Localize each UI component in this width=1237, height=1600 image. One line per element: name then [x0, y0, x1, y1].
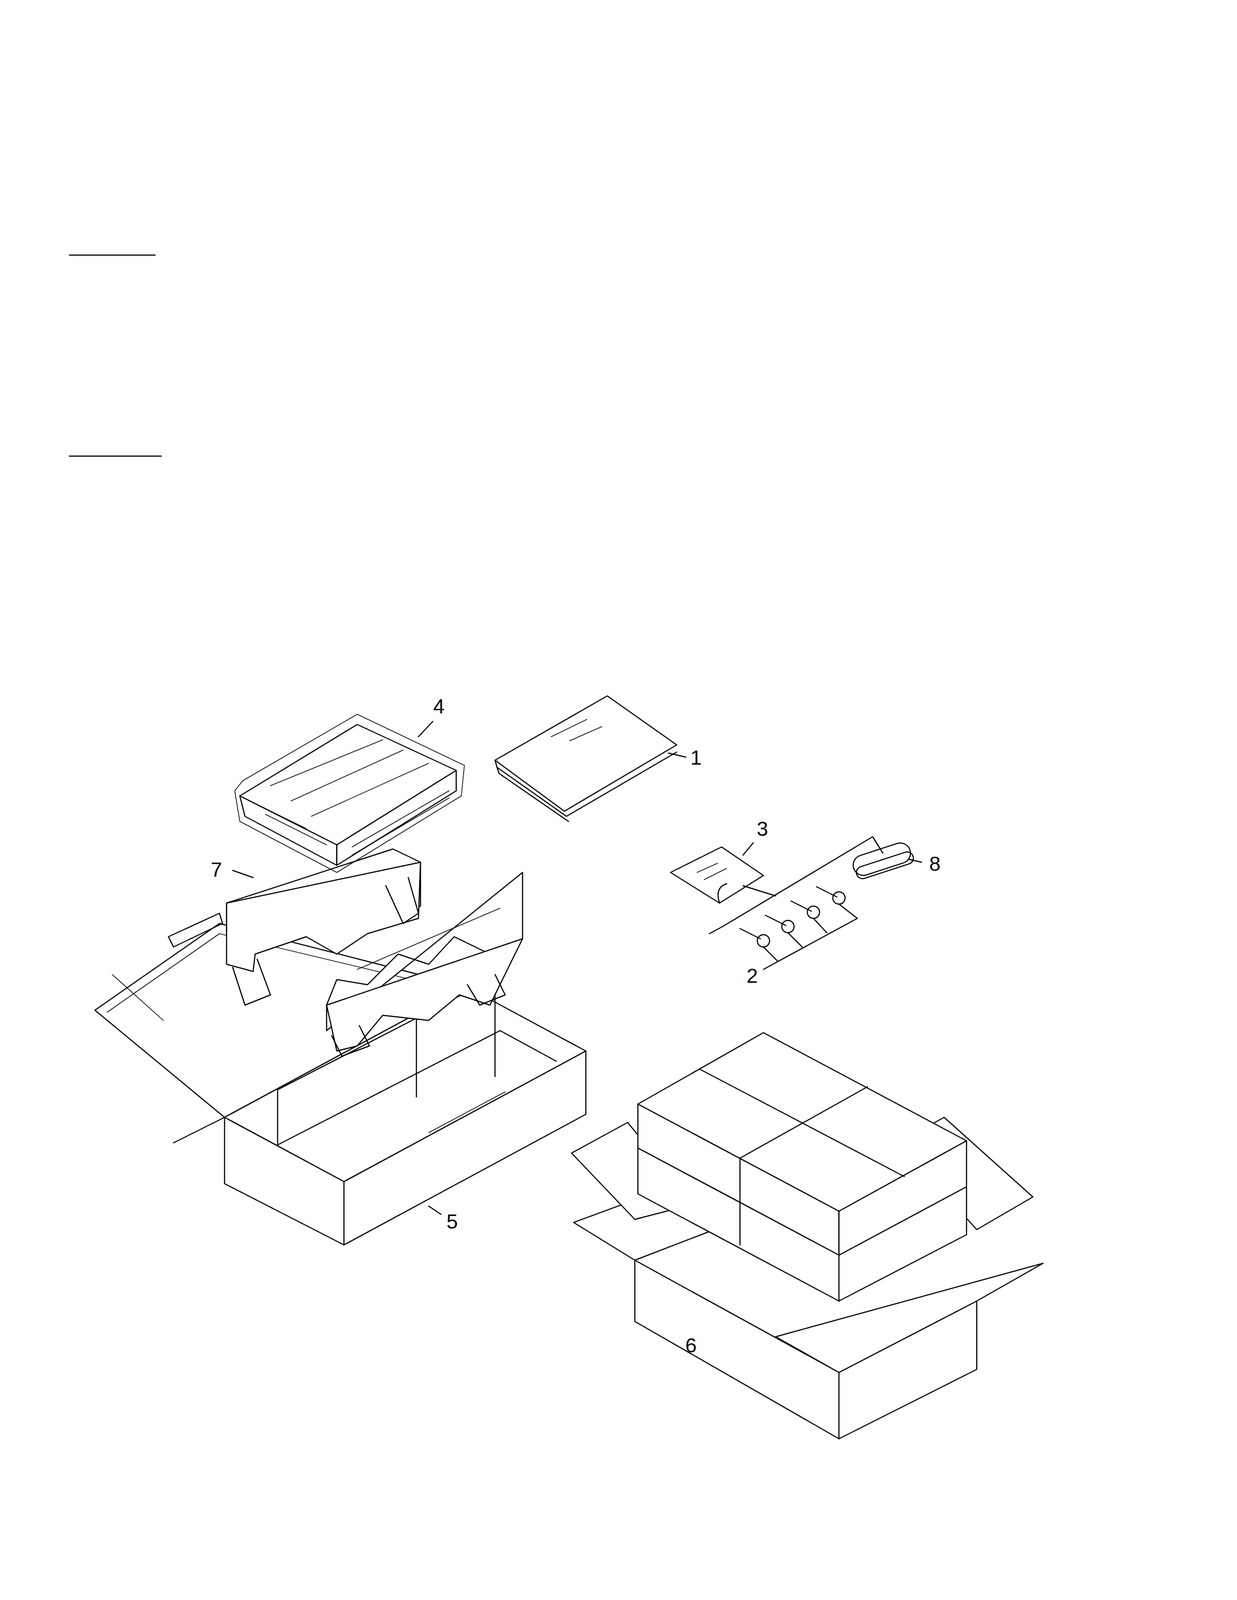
rule-line [69, 254, 156, 256]
callout-number: 4 [433, 696, 445, 717]
manual [494, 696, 677, 822]
rule-line [69, 455, 162, 457]
leader-line [743, 885, 776, 897]
inner-box [94, 913, 586, 1246]
bag [670, 847, 764, 904]
callout-number: 5 [446, 1211, 458, 1233]
leader-line [668, 753, 686, 758]
callout-number: 7 [210, 859, 222, 881]
callout-number: 2 [746, 965, 758, 987]
callout-number: 3 [756, 818, 768, 840]
leader-line [232, 870, 254, 878]
leader-line [743, 843, 754, 856]
leader-line [418, 721, 434, 738]
band [850, 840, 915, 881]
amplifier-unit [234, 714, 465, 873]
callout-number: 6 [685, 1334, 697, 1356]
leader-line [908, 859, 922, 863]
master-carton [571, 1032, 1044, 1440]
leader-line [428, 1206, 441, 1215]
screws [739, 886, 858, 970]
insert-pad [226, 849, 524, 1057]
callout-number: 1 [690, 747, 702, 768]
callout-number: 8 [928, 853, 941, 874]
